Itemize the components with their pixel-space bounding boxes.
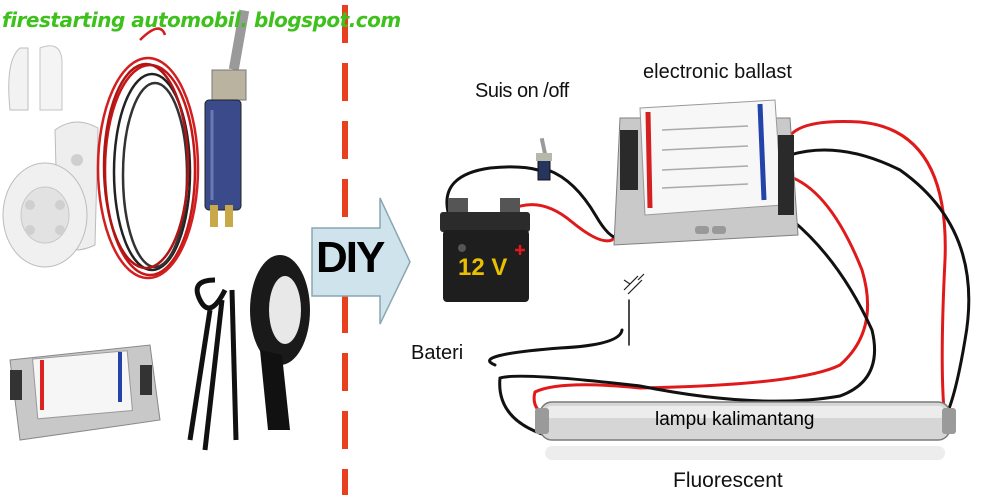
battery-12v xyxy=(440,198,530,302)
wire-coil xyxy=(96,27,200,280)
electronic-ballast xyxy=(613,99,799,246)
red-wire-ballast-tube-right xyxy=(784,120,947,412)
black-wire-ballast-tube-left xyxy=(498,218,877,438)
ballast-label: electronic ballast xyxy=(643,61,792,83)
fluorescent-tube xyxy=(535,401,956,460)
battery-voltage-label: 12 V xyxy=(458,254,508,281)
electrical-tape xyxy=(250,255,310,430)
battery-label: Bateri xyxy=(411,342,464,364)
blog-watermark: firestarting automobil. blogspot.com xyxy=(2,8,401,32)
lamp-holder-pieces xyxy=(2,45,99,268)
diy-label: DIY xyxy=(316,233,385,282)
black-wire-ballast-tube-right xyxy=(788,148,971,422)
toggle-switch-photo xyxy=(204,9,250,227)
diy-arrow xyxy=(311,197,411,325)
fluorescent-label: Fluorescent xyxy=(673,469,783,492)
tube-label: lampu kalimantang xyxy=(655,409,815,430)
switch-component xyxy=(536,137,552,181)
red-wire-ballast-tube-left xyxy=(532,174,870,422)
black-wire-battery-switch xyxy=(445,165,540,214)
switch-label: Suis on /off xyxy=(475,80,569,102)
ballast-photo-small xyxy=(9,344,161,441)
cable-ties xyxy=(187,277,239,451)
lamp-symbol-icon xyxy=(623,273,645,295)
